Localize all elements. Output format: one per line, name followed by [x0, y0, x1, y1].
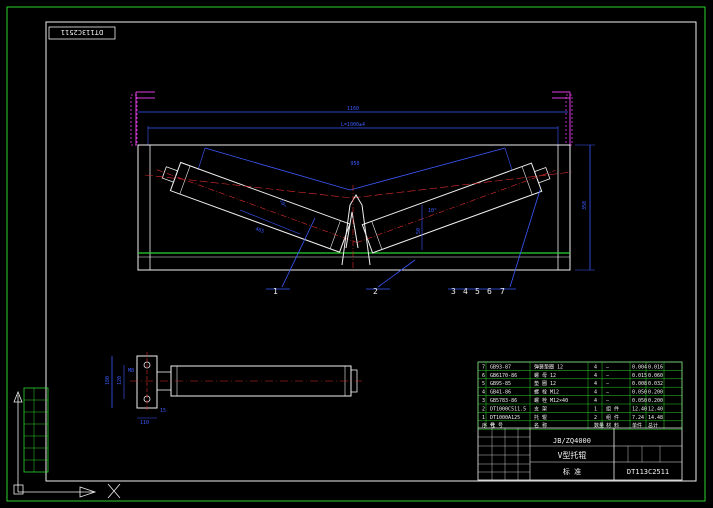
tb-unit: 标 准 [563, 467, 581, 476]
bom-header-cell: 数量 [594, 422, 604, 429]
bom-cell-qty: 4 [594, 373, 597, 379]
bom-cell-w2: 0.060 [648, 373, 663, 379]
dim-angle-b: 10° [428, 208, 437, 214]
bom-cell-qty: 4 [594, 398, 597, 404]
bom-header-cell: 代 号 [490, 422, 503, 429]
bom-cell-no: 6 [482, 373, 485, 379]
bom-cell-no: 3 [482, 398, 485, 404]
ucs-icon [13, 390, 121, 499]
bom-cell-qty: 4 [594, 381, 597, 387]
bom-cell-no: 4 [482, 390, 485, 396]
dim-misc-a: 50 [416, 228, 422, 234]
bom-cell-code: GB6170-86 [490, 373, 517, 379]
bom-cell-w1: 12.40 [632, 406, 647, 412]
side-dim-misc: 15 [160, 408, 166, 414]
bom-cell-w2: 0.032 [648, 381, 663, 387]
tb-drawing-no: DT113C2511 [627, 468, 669, 476]
bom-cell-w2: 0.200 [648, 390, 663, 396]
callout-5: 5 [475, 287, 480, 296]
bom-cell-no: 1 [482, 415, 485, 421]
bom-cell-name: 托 辊 [534, 414, 547, 421]
revision-block [23, 387, 49, 473]
callout-1: 1 [273, 287, 278, 296]
side-view: 180 120 110 15 M8 [105, 352, 362, 426]
right-roller [356, 162, 556, 254]
bom-cell-mat: 组 件 [606, 414, 619, 421]
bom-cell-mat: — [606, 373, 610, 379]
bom-cell-qty: 4 [594, 390, 597, 396]
bom-cell-name: 支 架 [534, 405, 547, 412]
bom-header-cell: 名 称 [534, 422, 547, 429]
bom-cell-code: DT1000C511.5 [490, 406, 526, 412]
bom-header-cell: 单件 [632, 422, 642, 429]
stamp-text: DT113C2511 [61, 28, 103, 36]
bom-cell-w1: 0.050 [632, 398, 647, 404]
bom-cell-name: 螺 母 12 [534, 372, 556, 379]
bom-cell-no: 7 [482, 364, 485, 370]
bom-cell-w2: 12.40 [648, 406, 663, 412]
left-roller [156, 161, 357, 253]
bom-cell-name: 螺 栓 M12×40 [534, 397, 568, 404]
dim-trough-len: 950 [350, 161, 359, 167]
bom-cell-mat: 组 件 [606, 405, 619, 412]
bom-cell-mat: — [606, 390, 610, 396]
center-bracket [341, 194, 371, 266]
bom-cell-name: 垫 圈 12 [534, 380, 556, 387]
callout-3: 3 [451, 287, 456, 296]
belt-profile [135, 91, 571, 145]
bom-cell-mat: — [606, 398, 610, 404]
bom-cell-w1: 0.015 [632, 373, 647, 379]
outer-frame [6, 6, 706, 502]
callout-2: 2 [373, 287, 378, 296]
bom-cell-code: GB41-86 [490, 390, 511, 396]
bom-cell-no: 5 [482, 381, 485, 387]
bom-cell-code: GB5783-86 [490, 398, 517, 404]
bom-cell-w2: 0.200 [648, 398, 663, 404]
bom-cell-mat: — [606, 364, 610, 370]
callout-4: 4 [463, 287, 468, 296]
bom-cell-w2: 0.016 [648, 364, 663, 370]
side-dim-misc-c: M8 [128, 368, 134, 374]
bom-cell-code: GB93-87 [490, 364, 511, 370]
bom-cell-qty: 2 [594, 415, 597, 421]
bom-cell-code: DT1000A125 [490, 415, 520, 421]
dim-roller-len: 465 [254, 226, 265, 235]
dim-top-span: 1160 [347, 106, 359, 112]
bom-header-cell: 总计 [648, 422, 658, 429]
dim-angle-a: 10° [278, 199, 287, 210]
dim-height: 350 [582, 201, 588, 210]
top-left-stamp: DT113C2511 [48, 26, 116, 40]
bom-cell-code: GB95-85 [490, 381, 511, 387]
bom-header-cell: 序 号 [482, 422, 495, 429]
bom-header-cell: 材 料 [606, 422, 619, 429]
bom-cell-qty: 1 [594, 406, 597, 412]
bom-cell-qty: 4 [594, 364, 597, 370]
side-dim-mid: 120 [117, 376, 123, 385]
bom-cell-w2: 14.48 [648, 415, 663, 421]
bom-cell-w1: 0.004 [632, 364, 647, 370]
tb-part-name: V型托辊 [558, 450, 587, 460]
bom-cell-name: 弹簧垫圈 12 [534, 363, 563, 370]
tb-standard: JB/ZQ4000 [553, 437, 591, 445]
front-view: 1160 L=1000±4 950 [130, 91, 595, 296]
bom-cell-no: 2 [482, 406, 485, 412]
callout-6: 6 [487, 287, 492, 296]
bom-cell-w1: 0.050 [632, 390, 647, 396]
bom-cell-name: 螺 栓 M12 [534, 389, 559, 396]
bom-cell-w1: 0.008 [632, 381, 647, 387]
side-dim-height: 180 [105, 376, 111, 385]
support-frame [137, 144, 571, 271]
side-dim-width: 110 [140, 420, 149, 426]
inner-frame [45, 21, 697, 482]
dim-inner-span: L=1000±4 [341, 122, 365, 128]
bom-cell-mat: — [606, 381, 610, 387]
bom-cell-w1: 7.24 [632, 415, 644, 421]
callout-7: 7 [500, 287, 505, 296]
